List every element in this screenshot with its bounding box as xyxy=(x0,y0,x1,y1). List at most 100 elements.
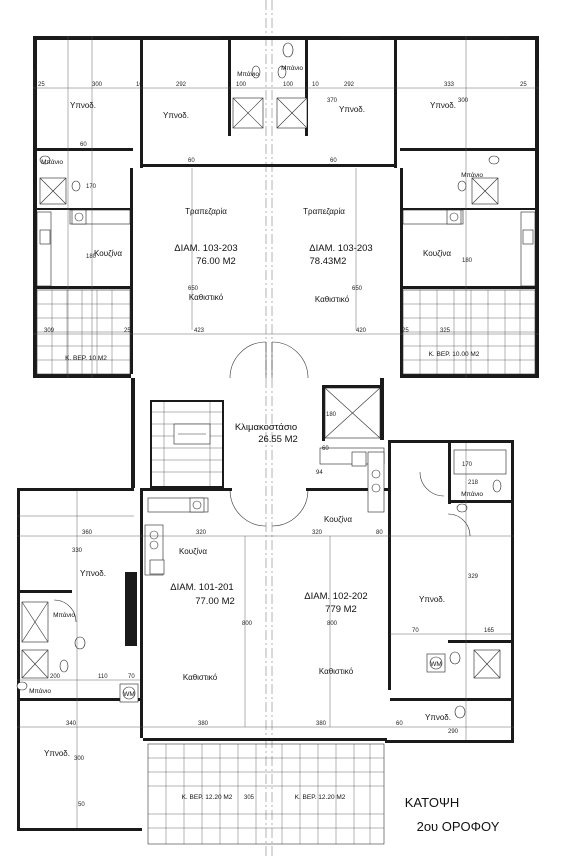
dim-label: 370 xyxy=(327,98,338,104)
dim-label: 25 xyxy=(402,328,409,334)
room-label-living-tr: Καθιστικό xyxy=(315,295,350,304)
room-label-kitchen-bl: Κουζίνα xyxy=(179,547,207,556)
dim-label: 110 xyxy=(98,674,108,680)
top-right-veranda-tiles xyxy=(402,289,536,375)
apartment-name-bl: ΔΙΑΜ. 101-201 xyxy=(170,582,233,593)
dim-label: 380 xyxy=(198,721,209,727)
dim-label: 423 xyxy=(194,328,205,334)
dim-label: 330 xyxy=(72,548,83,554)
dim-label: 300 xyxy=(92,82,103,88)
dim-label: 50 xyxy=(78,802,85,808)
dim-label: 329 xyxy=(468,574,479,580)
room-label-living-tl: Καθιστικό xyxy=(189,293,224,302)
room-label-bed-bl-a: Υπνοδ. xyxy=(80,569,106,578)
room-label-bath-r: Μπάνιο xyxy=(461,171,483,179)
room-label-bed-tl-b: Υπνοδ. xyxy=(163,111,189,120)
room-label-bath-l: Μπάνιο xyxy=(41,158,63,166)
room-label-bed-tr-a: Υπνοδ. xyxy=(339,105,365,114)
apartment-name-tl: ΔΙΑΜ. 103-203 xyxy=(174,243,237,254)
room-label-kitchen-tr: Κουζίνα xyxy=(423,249,451,258)
apartment-name-tr: ΔΙΑΜ. 103-203 xyxy=(309,243,372,254)
dim-label: 380 xyxy=(316,721,327,727)
staircase-walls xyxy=(131,378,384,488)
room-label-bed-tl-a: Υπνοδ. xyxy=(70,101,96,110)
elevator-shaft xyxy=(324,387,381,439)
dim-label: 290 xyxy=(448,729,459,735)
dim-label: 650 xyxy=(352,286,363,292)
dim-label: 333 xyxy=(444,82,455,88)
dim-label: 94 xyxy=(316,470,323,476)
room-label-dining-r: Τραπεζαρία xyxy=(303,207,345,216)
veranda-label-bl: Κ. ΒΕΡ. 12.20 M2 xyxy=(182,794,233,801)
dim-label: 25 xyxy=(124,328,131,334)
room-label-bath-top-l: Μπάνιο xyxy=(237,70,259,78)
dim-label: 360 xyxy=(82,530,93,536)
bottom-block-walls xyxy=(17,440,514,831)
apartment-name-br: ΔΙΑΜ. 102-202 xyxy=(304,591,367,602)
apartment-area-bl: 77.00 M2 xyxy=(195,596,235,607)
dim-label: 650 xyxy=(188,286,199,292)
dim-label: 300 xyxy=(458,98,469,104)
room-label-bath-top-r: Μπάνιο xyxy=(281,64,303,72)
dim-label: 800 xyxy=(327,621,338,627)
dim-label: 25 xyxy=(38,82,45,88)
dim-label: 80 xyxy=(376,530,383,536)
dim-label: 25 xyxy=(520,82,527,88)
room-label-bed-br-a: Υπνοδ. xyxy=(419,595,445,604)
room-label-kitchen-br: Κουζίνα xyxy=(324,515,352,524)
dim-label: 70 xyxy=(412,628,419,634)
veranda-label-tl: Κ. ΒΕΡ. 10 M2 xyxy=(65,355,107,362)
apartment-area-tl: 76.00 M2 xyxy=(196,256,236,267)
dim-label: 60 xyxy=(188,158,195,164)
room-label-bath-bl: Μπάνιο xyxy=(29,687,51,695)
staircase-name: Κλιμακοστάσιο xyxy=(235,422,297,433)
apartment-area-tr: 78.43M2 xyxy=(310,256,347,267)
dim-label: 320 xyxy=(312,530,323,536)
dim-label: 165 xyxy=(484,628,495,634)
dim-label: 309 xyxy=(44,328,55,334)
top-kitchen-counters xyxy=(36,209,536,287)
dim-label: 200 xyxy=(50,674,61,680)
drawing-title-line1: ΚΑΤΟΨΗ xyxy=(405,795,459,810)
dim-label: 292 xyxy=(176,82,187,88)
top-block-walls xyxy=(33,36,539,378)
dimension-labels: 25 300 10 292 100 100 10 292 370 300 333… xyxy=(38,82,527,808)
room-label-living-br: Καθιστικό xyxy=(319,667,354,676)
dim-label: 170 xyxy=(462,462,473,468)
dim-label: 100 xyxy=(283,82,294,88)
room-label-kitchen-tl: Κουζίνα xyxy=(94,249,122,258)
apartment-area-br: 779 M2 xyxy=(325,604,357,615)
dim-label: 800 xyxy=(242,621,253,627)
dim-label: 10 xyxy=(136,82,143,88)
washing-machine-label-l: WM xyxy=(123,691,135,698)
room-label-bath-br: Μπάνιο xyxy=(461,490,483,498)
bottom-fixtures xyxy=(16,447,507,719)
top-left-veranda-tiles xyxy=(36,289,131,375)
room-label-bath-bl-small: Μπάνιο xyxy=(53,611,75,619)
room-label-bed-bl-b: Υπνοδ. xyxy=(44,749,70,758)
veranda-label-br: Κ. ΒΕΡ. 12.20 M2 xyxy=(295,794,346,801)
dim-label: 320 xyxy=(196,530,207,536)
dim-label: 180 xyxy=(462,258,473,264)
dim-label: 60 xyxy=(80,142,87,148)
bottom-dimension-lines xyxy=(17,443,514,828)
landing-door-arcs xyxy=(229,341,309,527)
top-dimension-lines xyxy=(33,36,539,378)
stair-steps xyxy=(152,402,222,486)
drawing-title-line2: 2ου ΟΡΟΦΟΥ xyxy=(417,819,500,834)
staircase-area: 26.55 M2 xyxy=(258,434,298,445)
dim-label: 180 xyxy=(326,412,337,418)
top-bathroom-fixtures xyxy=(39,42,500,205)
dim-label: 60 xyxy=(330,158,337,164)
dim-label: 305 xyxy=(244,795,255,801)
dim-label: 292 xyxy=(344,82,355,88)
top-block-windows xyxy=(33,36,539,120)
dim-label: 325 xyxy=(440,328,451,334)
dim-label: 218 xyxy=(468,480,479,486)
bottom-veranda-tiles xyxy=(147,743,385,845)
washing-machine-label-r: WM xyxy=(430,661,442,668)
dim-label: 340 xyxy=(66,721,77,727)
dim-label: 60 xyxy=(396,721,403,727)
dim-label: 420 xyxy=(356,328,367,334)
